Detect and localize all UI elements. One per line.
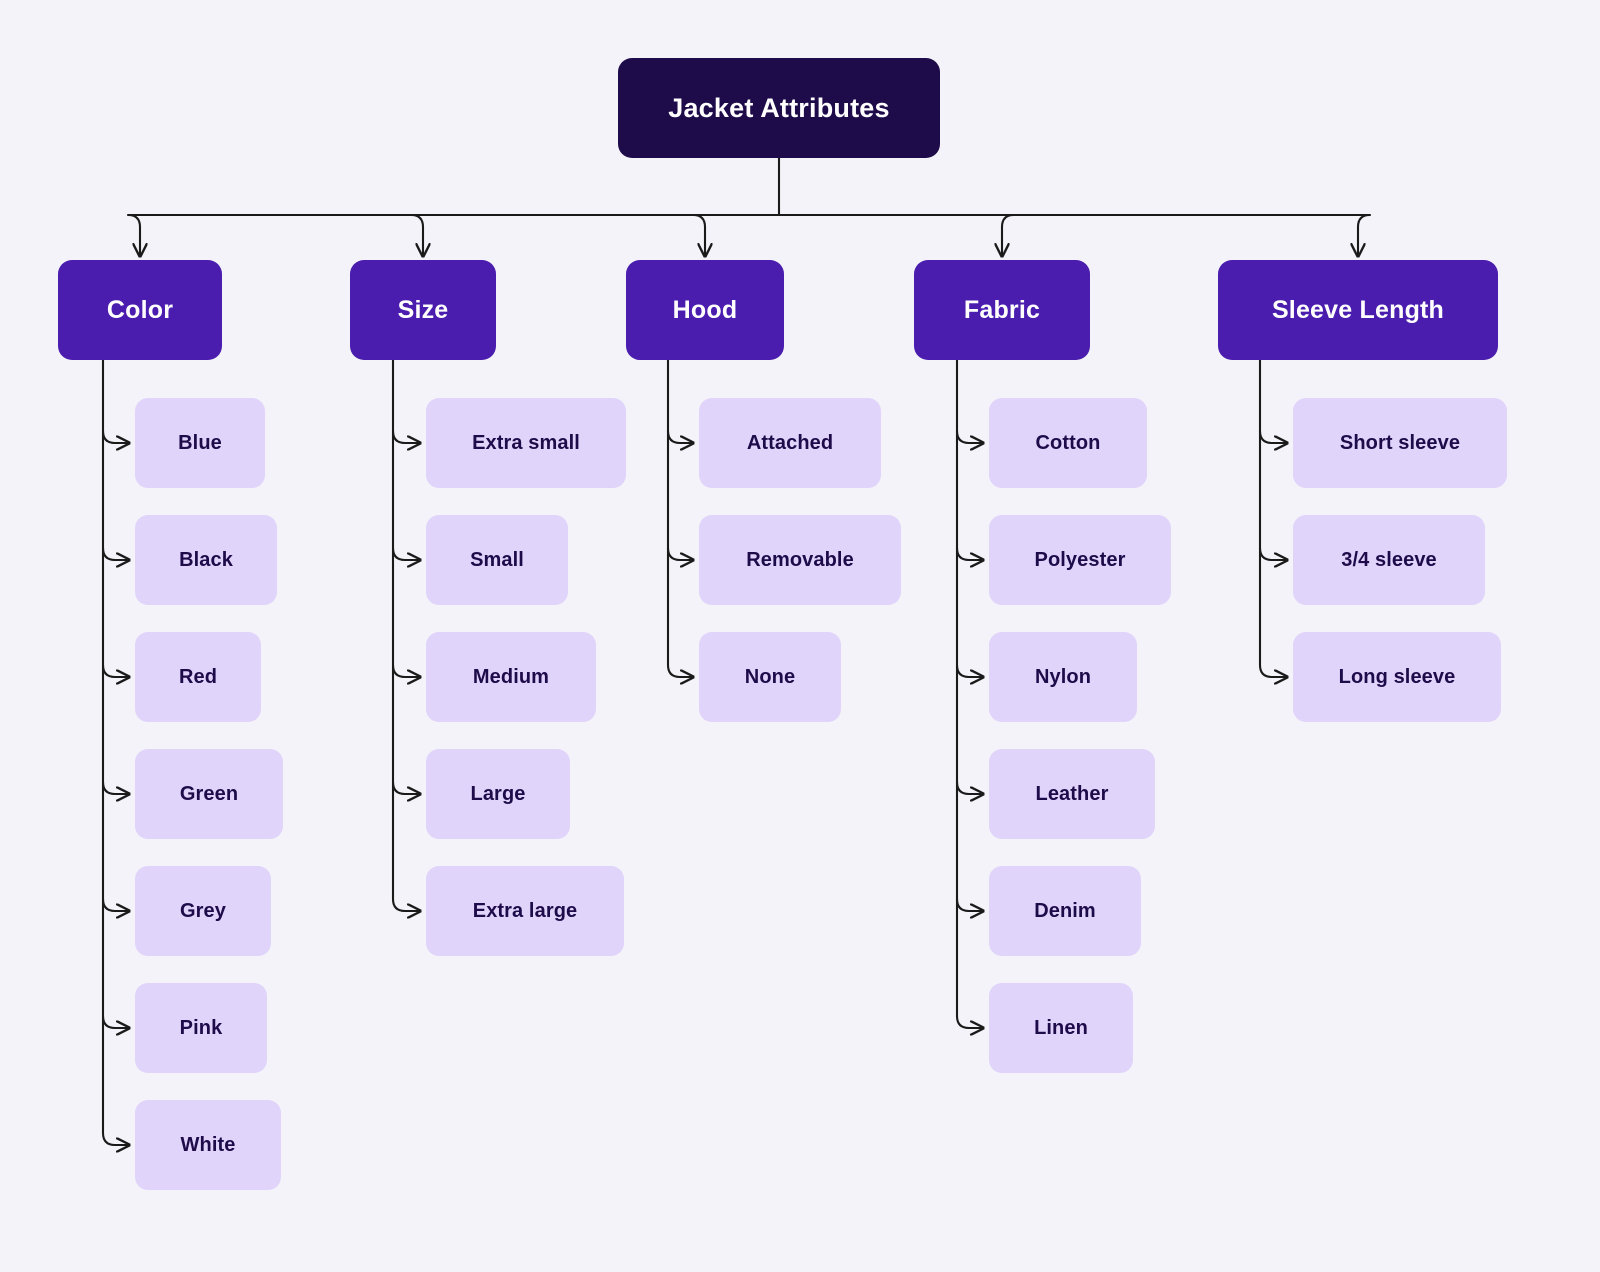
leaf-node-label: 3/4 sleeve	[1341, 548, 1437, 571]
leaf-node-denim[interactable]: Denim	[989, 866, 1141, 956]
branch-node-label: Hood	[672, 295, 738, 324]
leaf-node-label: Long sleeve	[1338, 665, 1456, 688]
leaf-node-extra-large[interactable]: Extra large	[426, 866, 624, 956]
leaf-node-label: Extra small	[472, 431, 580, 454]
leaf-node-label: Cotton	[1035, 431, 1101, 454]
leaf-node-label: Polyester	[1034, 548, 1126, 571]
leaf-node-red[interactable]: Red	[135, 632, 261, 722]
leaf-node-pink[interactable]: Pink	[135, 983, 267, 1073]
leaf-node-label: Grey	[180, 899, 226, 922]
leaf-node-label: Leather	[1035, 782, 1109, 805]
branch-node-sleeve-length[interactable]: Sleeve Length	[1218, 260, 1498, 360]
leaf-node-label: Nylon	[1034, 665, 1092, 688]
leaf-node-label: Red	[178, 665, 218, 688]
leaf-node-linen[interactable]: Linen	[989, 983, 1133, 1073]
leaf-node-label: Attached	[746, 431, 834, 454]
root-node-label: Jacket Attributes	[668, 92, 890, 123]
leaf-node-white[interactable]: White	[135, 1100, 281, 1190]
leaf-node-label: Linen	[1034, 1016, 1088, 1039]
branch-node-fabric[interactable]: Fabric	[914, 260, 1090, 360]
leaf-node-label: Green	[179, 782, 239, 805]
leaf-node-large[interactable]: Large	[426, 749, 570, 839]
root-node-jacket-attributes[interactable]: Jacket Attributes	[618, 58, 940, 158]
leaf-node-3-4-sleeve[interactable]: 3/4 sleeve	[1293, 515, 1485, 605]
leaf-node-attached[interactable]: Attached	[699, 398, 881, 488]
leaf-node-label: Short sleeve	[1339, 431, 1461, 454]
leaf-node-label: White	[180, 1133, 236, 1156]
leaf-node-label: Extra large	[472, 899, 578, 922]
leaf-node-label: Black	[179, 548, 233, 571]
branch-node-label: Size	[397, 295, 449, 324]
leaf-node-medium[interactable]: Medium	[426, 632, 596, 722]
leaf-node-label: Denim	[1034, 899, 1096, 922]
leaf-node-cotton[interactable]: Cotton	[989, 398, 1147, 488]
leaf-node-label: Removable	[746, 548, 854, 571]
leaf-node-leather[interactable]: Leather	[989, 749, 1155, 839]
branch-node-hood[interactable]: Hood	[626, 260, 784, 360]
leaf-node-label: Medium	[472, 665, 550, 688]
leaf-node-black[interactable]: Black	[135, 515, 277, 605]
leaf-node-extra-small[interactable]: Extra small	[426, 398, 626, 488]
leaf-node-green[interactable]: Green	[135, 749, 283, 839]
leaf-node-label: Large	[470, 782, 526, 805]
leaf-node-polyester[interactable]: Polyester	[989, 515, 1171, 605]
leaf-node-none[interactable]: None	[699, 632, 841, 722]
leaf-node-grey[interactable]: Grey	[135, 866, 271, 956]
branch-node-label: Fabric	[963, 295, 1041, 324]
leaf-node-removable[interactable]: Removable	[699, 515, 901, 605]
leaf-node-label: None	[744, 665, 796, 688]
leaf-node-label: Blue	[178, 431, 222, 454]
leaf-node-label: Pink	[179, 1016, 223, 1039]
leaf-node-small[interactable]: Small	[426, 515, 568, 605]
leaf-node-label: Small	[470, 548, 524, 571]
leaf-node-long-sleeve[interactable]: Long sleeve	[1293, 632, 1501, 722]
leaf-node-nylon[interactable]: Nylon	[989, 632, 1137, 722]
leaf-node-blue[interactable]: Blue	[135, 398, 265, 488]
branch-node-color[interactable]: Color	[58, 260, 222, 360]
branch-node-label: Color	[106, 295, 174, 324]
branch-node-size[interactable]: Size	[350, 260, 496, 360]
leaf-node-short-sleeve[interactable]: Short sleeve	[1293, 398, 1507, 488]
branch-node-label: Sleeve Length	[1271, 295, 1445, 324]
